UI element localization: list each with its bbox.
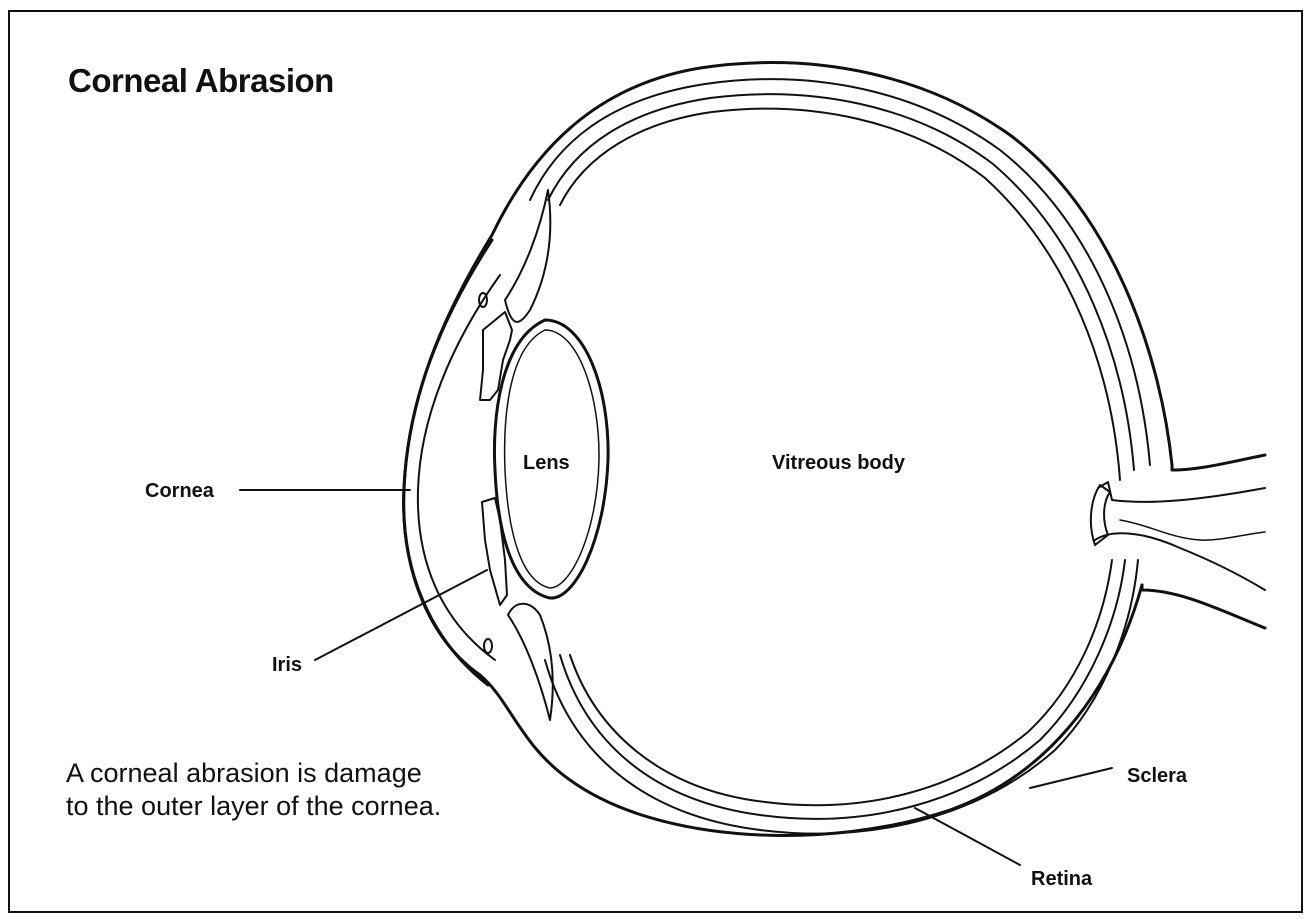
- ciliary-upper: [505, 190, 550, 322]
- label-retina: Retina: [1031, 868, 1092, 891]
- retina-layer: [560, 109, 1120, 480]
- label-lens: Lens: [523, 452, 570, 475]
- sclera-leader: [1030, 768, 1112, 788]
- label-cornea: Cornea: [145, 480, 214, 503]
- label-vitreous-body: Vitreous body: [772, 452, 905, 475]
- sclera-outer: [404, 63, 1172, 836]
- iris-leader: [315, 570, 487, 660]
- choroid-bottom: [545, 560, 1138, 834]
- iris-lower: [482, 498, 507, 605]
- sclera-inner-bottom: [560, 560, 1125, 819]
- canal-lower: [484, 639, 492, 653]
- sclera-inner: [530, 79, 1150, 465]
- choroid-layer: [548, 94, 1134, 470]
- optic-nerve-core: [1098, 482, 1265, 502]
- caption: A corneal abrasion is damage to the oute…: [66, 757, 441, 823]
- caption-line-2: to the outer layer of the cornea.: [66, 790, 441, 823]
- diagram-title: Corneal Abrasion: [68, 62, 334, 100]
- optic-nerve-core2: [1095, 533, 1265, 590]
- label-iris: Iris: [272, 654, 302, 677]
- optic-vessels: [1120, 520, 1265, 540]
- caption-line-1: A corneal abrasion is damage: [66, 757, 441, 790]
- iris-upper: [480, 312, 512, 400]
- optic-nerve-top: [1172, 455, 1265, 470]
- optic-nerve-bottom: [1142, 585, 1265, 628]
- label-sclera: Sclera: [1127, 765, 1187, 788]
- retina-leader: [915, 808, 1020, 865]
- cornea-inner: [418, 275, 500, 660]
